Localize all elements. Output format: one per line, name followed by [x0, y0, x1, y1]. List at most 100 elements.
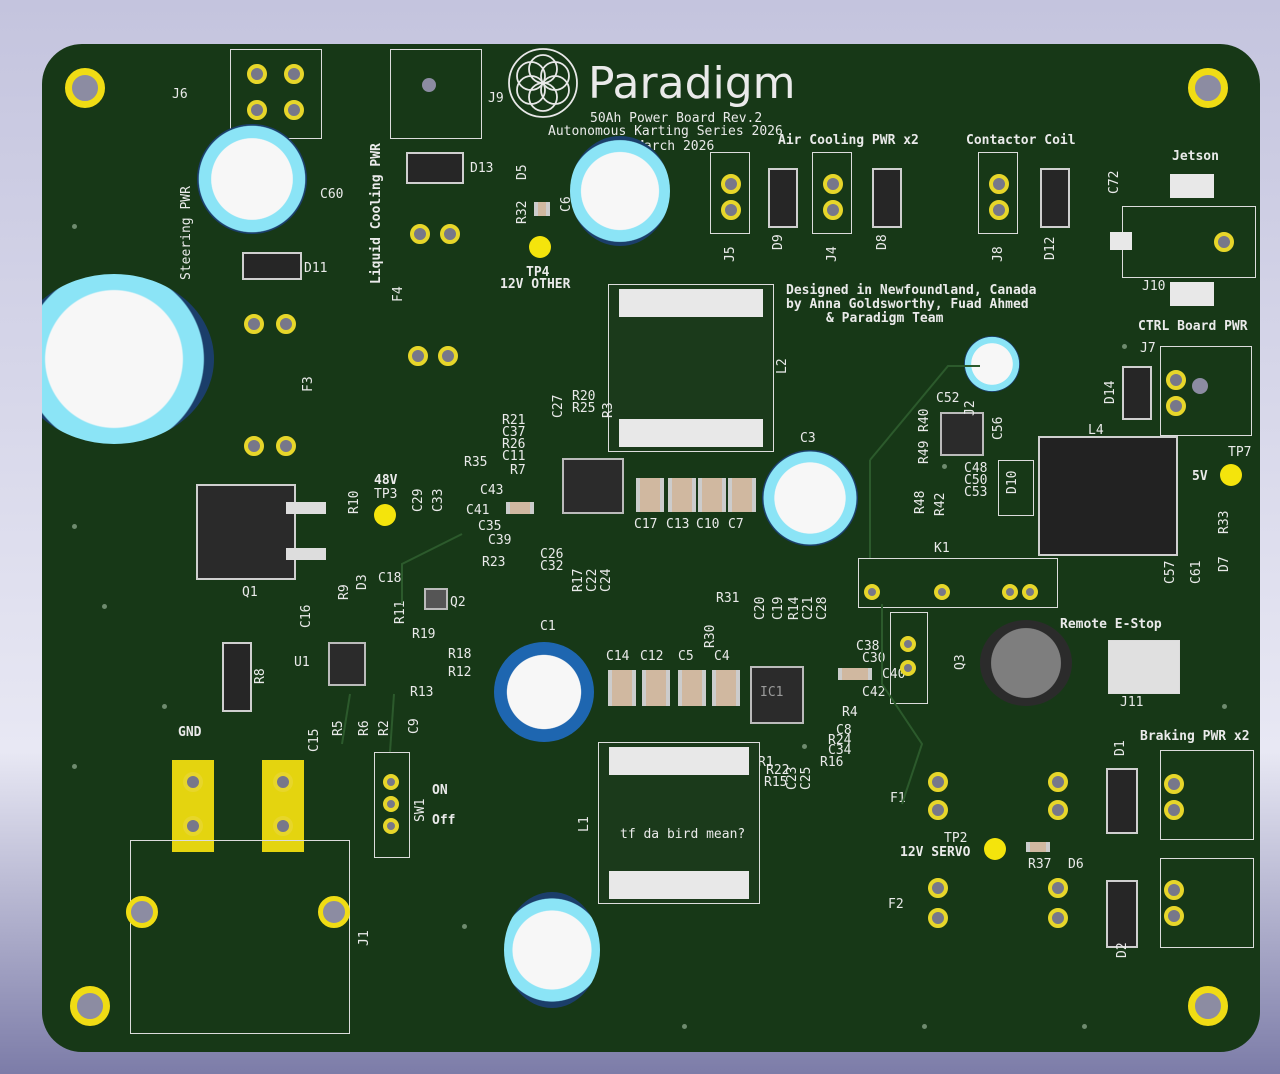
ref-c12: C12 — [640, 649, 664, 664]
test-point-tp7[interactable] — [1220, 464, 1242, 486]
connector-j7 — [1160, 346, 1252, 436]
transistor-q2 — [424, 588, 448, 610]
via — [922, 1024, 927, 1029]
label-on: ON — [432, 783, 448, 798]
ref-c14: C14 — [606, 649, 630, 664]
test-point-tp3[interactable] — [374, 504, 396, 526]
connector-j1 — [130, 840, 350, 1034]
ref-r13: R13 — [410, 685, 434, 700]
ref-c4: C4 — [714, 649, 730, 664]
mounting-hole — [126, 896, 158, 928]
ref-q2: Q2 — [450, 595, 466, 610]
via — [462, 924, 467, 929]
resistor-r37 — [1026, 842, 1050, 852]
ref-c41: C41 — [466, 503, 490, 518]
pad — [383, 774, 399, 790]
pad — [1164, 906, 1184, 926]
ref-tp4: TP4 — [526, 265, 550, 280]
mounting-hole — [1192, 378, 1208, 394]
via — [682, 1024, 687, 1029]
ref-d13: D13 — [470, 161, 494, 176]
ref-r20: R20 — [572, 389, 596, 404]
ref-tp7: TP7 — [1228, 445, 1252, 460]
capacitor-c5 — [678, 670, 706, 706]
ref-r24: R24 — [828, 733, 852, 748]
pad — [383, 818, 399, 834]
test-point-tp4[interactable] — [529, 236, 551, 258]
test-point-tp2[interactable] — [984, 838, 1006, 860]
pcb-board: Paradigm 50Ah Power Board Rev.2 Autonomo… — [42, 44, 1260, 1052]
ref-c7: C7 — [728, 517, 744, 532]
pad — [928, 800, 948, 820]
pad — [1022, 584, 1038, 600]
pad — [284, 100, 304, 120]
pad — [286, 502, 326, 514]
pad — [1166, 370, 1186, 390]
ref-c26: C26 — [540, 547, 564, 562]
pad — [1002, 584, 1018, 600]
pad — [284, 64, 304, 84]
label-braking: Braking PWR x2 — [1140, 729, 1250, 744]
ref-r21: R21 — [502, 413, 526, 428]
header-line3: March 2026 — [636, 139, 715, 154]
ic-buck-upper — [562, 458, 624, 514]
capacitor-c14 — [608, 670, 636, 706]
diode-d1 — [1106, 768, 1138, 834]
mounting-hole — [1188, 68, 1228, 108]
connector-j11 — [1108, 640, 1180, 694]
ref-c39: C39 — [488, 533, 512, 548]
diode-d9 — [768, 168, 798, 228]
ref-c35: C35 — [478, 519, 502, 534]
connector-c40 — [890, 612, 928, 704]
pad — [183, 772, 203, 792]
ref-j11: J11 — [1120, 695, 1144, 710]
capacitor-c7 — [728, 478, 756, 512]
mounting-hole — [65, 68, 105, 108]
ref-c8: C8 — [836, 723, 852, 738]
pad — [1048, 878, 1068, 898]
ref-r26: R26 — [502, 437, 526, 452]
pad — [721, 174, 741, 194]
pad — [864, 584, 880, 600]
mounting-hole — [70, 986, 110, 1026]
connector-j4 — [812, 152, 852, 234]
pad — [1048, 800, 1068, 820]
ref-f2: F2 — [888, 897, 904, 912]
ref-c18: C18 — [378, 571, 402, 586]
label-ctrl-board: CTRL Board PWR — [1138, 319, 1248, 334]
ref-q1: Q1 — [242, 585, 258, 600]
ref-ic1: IC1 — [760, 685, 784, 700]
label-tp7: 5V — [1192, 469, 1208, 484]
pad — [1214, 232, 1234, 252]
via — [102, 604, 107, 609]
ref-c10: C10 — [696, 517, 720, 532]
pad — [247, 100, 267, 120]
switch-sw1[interactable] — [374, 752, 410, 858]
ref-c38: C38 — [856, 639, 880, 654]
capacitor-c60 — [197, 124, 307, 234]
pad — [928, 772, 948, 792]
ref-r23: R23 — [482, 555, 506, 570]
pad — [276, 436, 296, 456]
capacitor-large — [42, 274, 214, 444]
capacitor-bottom — [504, 892, 600, 1008]
ref-c32: C32 — [540, 559, 564, 574]
ref-c42: C42 — [862, 685, 886, 700]
diode-d13 — [406, 152, 464, 184]
ref-c48: C48 — [964, 461, 988, 476]
pad — [1166, 396, 1186, 416]
mounting-hole — [422, 78, 436, 92]
label-remote-estop: Remote E-Stop — [1060, 617, 1162, 632]
ref-c30: C30 — [862, 651, 886, 666]
ref-d6: D6 — [1068, 857, 1084, 872]
inductor-l2 — [608, 284, 774, 452]
via — [1222, 704, 1227, 709]
capacitor-c17 — [636, 478, 664, 512]
ref-d11: D11 — [304, 261, 328, 276]
ref-c50: C50 — [964, 473, 988, 488]
connector-j5 — [710, 152, 750, 234]
label-joke: tf da bird mean? — [620, 827, 746, 842]
diode-d8 — [872, 168, 902, 228]
resistor-r32 — [534, 202, 550, 216]
ref-c53: C53 — [964, 485, 988, 500]
